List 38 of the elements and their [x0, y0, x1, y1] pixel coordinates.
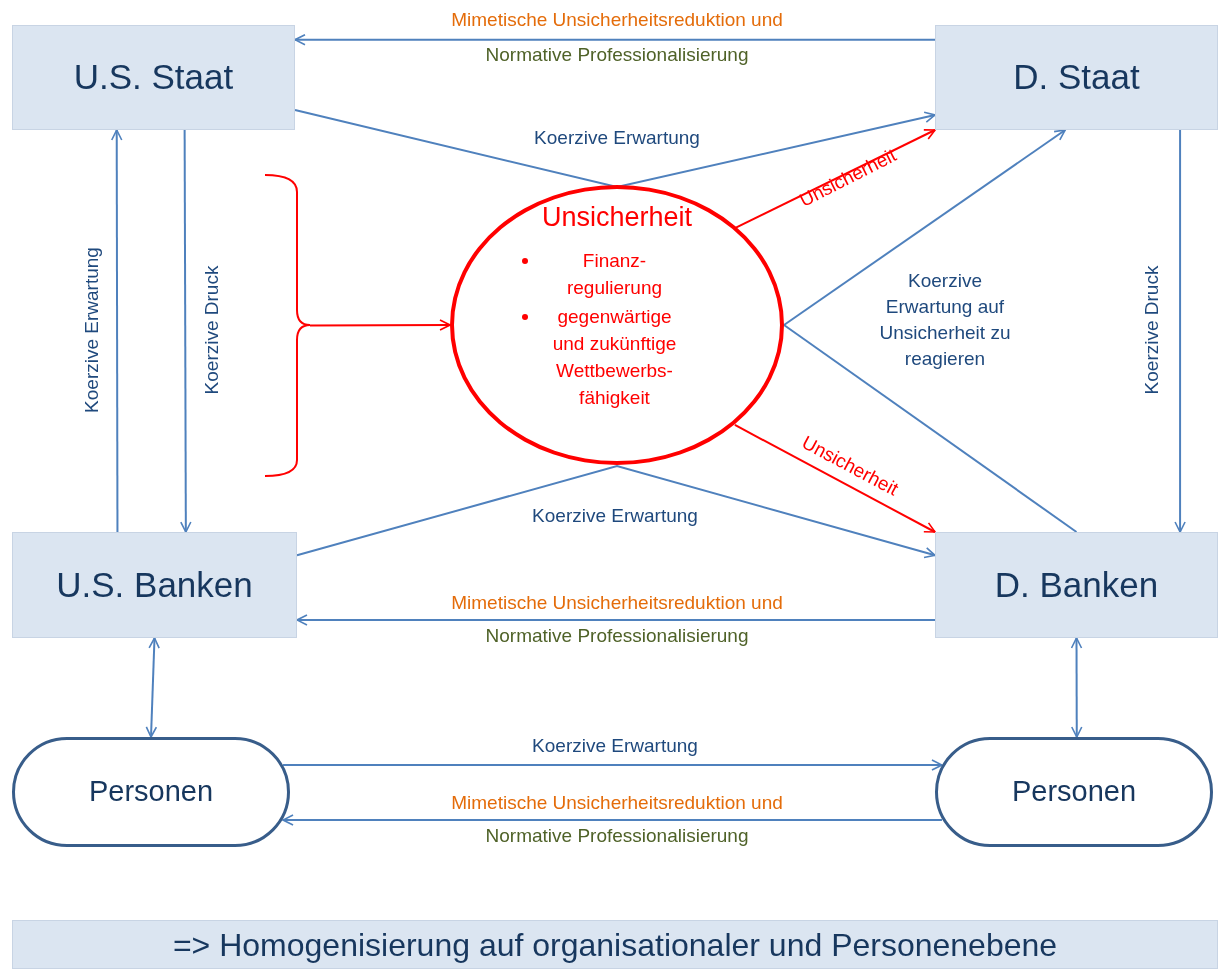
- edge-label: Mimetische Unsicherheitsreduktion und: [450, 792, 784, 814]
- arrow: [282, 759, 943, 771]
- edge-label: Mimetische Unsicherheitsreduktion und: [450, 9, 784, 31]
- box-label: U.S. Staat: [73, 56, 234, 99]
- box-label: D. Banken: [994, 563, 1159, 606]
- edge-label: Koerzive Druck: [1141, 264, 1163, 397]
- arrow: [296, 464, 936, 559]
- arrow: [1070, 637, 1083, 738]
- ellipse-title: Unsicherheit: [541, 201, 693, 234]
- arrow: [1174, 129, 1186, 533]
- actor-box: [935, 25, 1218, 130]
- note-text: Normative Professionalisierung: [485, 43, 749, 67]
- edge-label: Mimetische Unsicherheitsreduktion und: [450, 592, 784, 614]
- arrow: [783, 129, 1067, 326]
- arrow: [145, 637, 160, 738]
- conclusion-text: => Homogenisierung auf organisationaler und Personenebene: [172, 925, 1058, 965]
- pill-label: Personen: [88, 774, 214, 810]
- arrow: [733, 423, 936, 533]
- edge-label: Koerzive Erwartung: [81, 246, 103, 415]
- arrow: [294, 33, 936, 46]
- note-text: Normative Professionalisierung: [485, 624, 749, 648]
- arrow: [296, 614, 936, 626]
- edge-label: Koerzive Druck: [201, 264, 223, 397]
- note-text: Normative Professionalisierung: [485, 824, 749, 848]
- conclusion-banner: [12, 920, 1218, 969]
- arrow: [282, 814, 943, 826]
- bullet-text: gegenwärtige und zukünftige Wettbewerbs- fähigkeit: [551, 304, 678, 410]
- pill-label: Personen: [1011, 774, 1137, 810]
- arrow: [180, 129, 192, 533]
- actor-box: [12, 532, 297, 638]
- arrow: [110, 129, 123, 533]
- curly-bracket: [264, 174, 310, 477]
- arrow: [309, 319, 451, 331]
- box-label: D. Staat: [1013, 56, 1140, 99]
- box-label: U.S. Banken: [56, 563, 253, 606]
- actor-box: [12, 25, 295, 130]
- note-text: Koerzive Erwartung auf Unsicherheit zu reagieren: [878, 269, 1012, 371]
- actor-box: [935, 532, 1218, 638]
